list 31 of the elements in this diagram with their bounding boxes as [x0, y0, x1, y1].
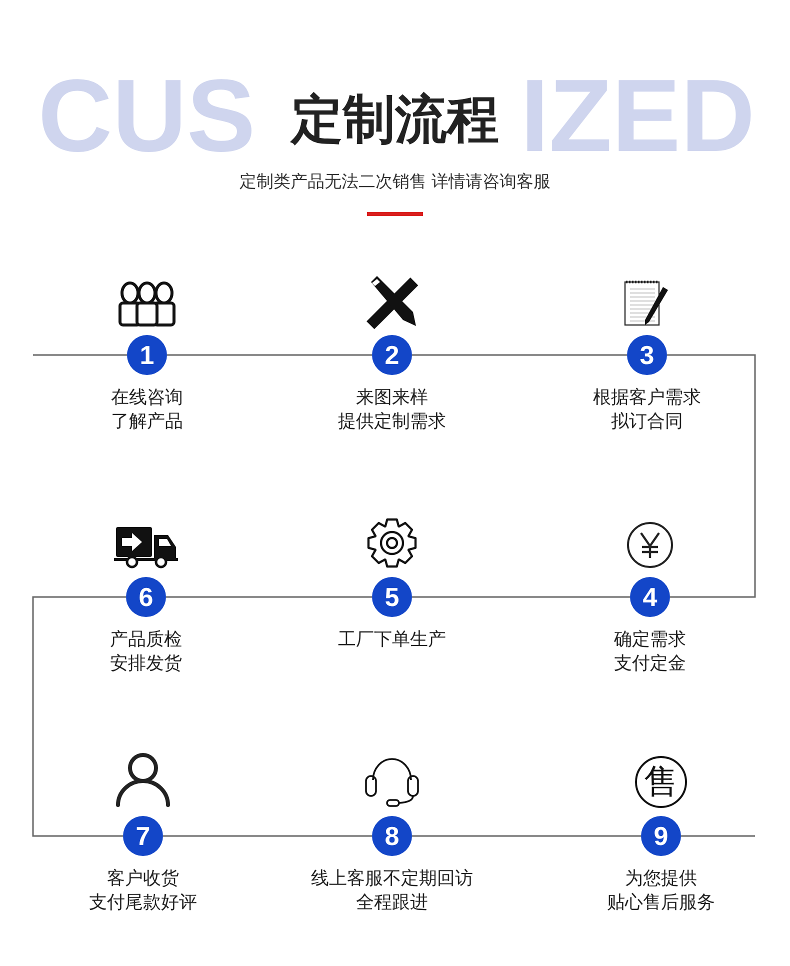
sale-character-badge: 售 [635, 756, 687, 808]
title: 定制流程 [291, 89, 499, 152]
connector-line [681, 835, 755, 837]
connector-line [412, 835, 641, 837]
connector-line [166, 596, 372, 598]
connector-line [412, 596, 630, 598]
step-description: 工厂下单生产 [337, 628, 447, 652]
step-description: 确定需求支付定金 [613, 628, 687, 676]
step-number-circle: 3 [627, 335, 667, 375]
step-number-circle: 5 [372, 577, 412, 617]
step-number-circle: 4 [630, 577, 670, 617]
step-number-circle: 6 [126, 577, 166, 617]
step-description: 为您提供贴心售后服务 [606, 867, 716, 915]
step-description: 来图来样提供定制需求 [337, 386, 447, 434]
step-description: 产品质检安排发货 [109, 628, 183, 676]
connector-line [412, 354, 627, 356]
connector-line [167, 354, 372, 356]
step-description: 客户收货支付尾款好评 [88, 867, 198, 915]
step-number-circle: 8 [372, 816, 412, 856]
step-number-circle: 9 [641, 816, 681, 856]
step-description: 根据客户需求拟订合同 [592, 386, 702, 434]
connector-line [33, 354, 127, 356]
step-description: 线上客服不定期回访全程跟进 [310, 867, 474, 915]
subtitle: 定制类产品无法二次销售 详情请咨询客服 [238, 171, 552, 194]
connector-line [32, 596, 126, 837]
step-number-circle: 2 [372, 335, 412, 375]
step-number-circle: 7 [123, 816, 163, 856]
connector-line [667, 354, 756, 598]
step-number-circle: 1 [127, 335, 167, 375]
step-description: 在线咨询了解产品 [110, 386, 184, 434]
connector-line [163, 835, 372, 837]
